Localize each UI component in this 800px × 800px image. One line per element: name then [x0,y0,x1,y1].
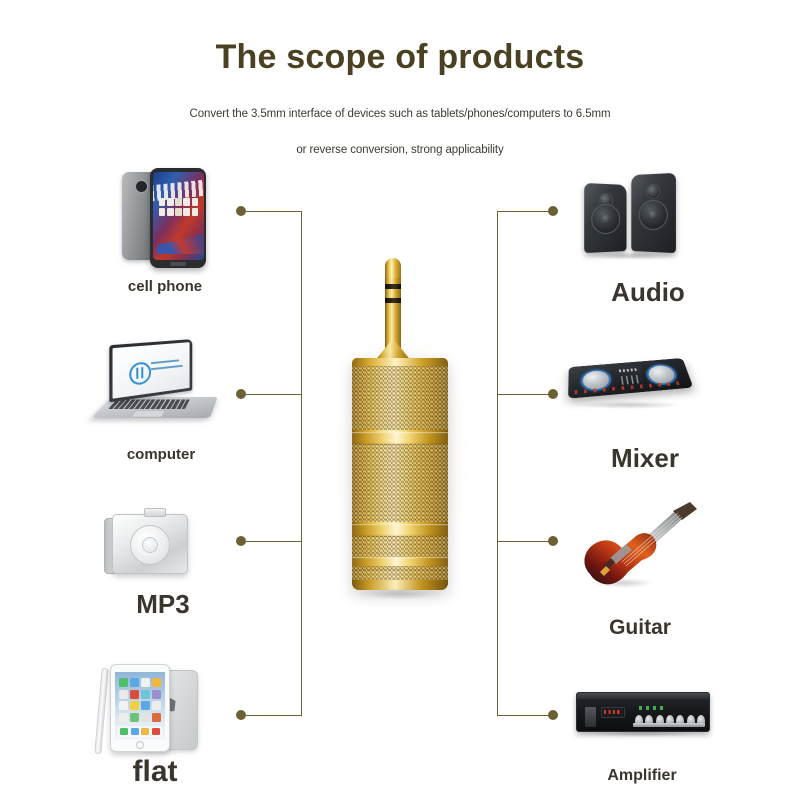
cell-phone-icon [112,168,222,272]
plug-shaft [385,278,401,350]
plug-insulator-ring-2 [385,298,401,303]
amplifier-body [576,692,710,732]
left-branch-2 [246,394,302,396]
barrel-knurl-section-2 [352,444,448,522]
dj-mixer-icon [565,335,695,415]
subtitle-line-1: Convert the 3.5mm interface of devices s… [189,108,611,120]
laptop-computer-icon [91,339,223,432]
item-computer[interactable] [91,339,223,432]
item-guitar[interactable] [570,500,700,600]
guitar-shadow [592,578,654,588]
adapter-barrel [352,358,448,590]
speaker-right-woofer [638,199,668,230]
tablet-app-grid [119,678,161,722]
barrel-knurl-section-3 [352,536,448,558]
audio-adapter-product [332,258,472,600]
tablet-icon [94,662,208,756]
right-branch-2 [497,394,553,396]
hp-brand-text [151,358,183,376]
item-audio[interactable] [578,168,688,264]
item-amplifier[interactable] [572,680,712,740]
hp-logo-icon [129,361,152,387]
left-bracket-spine [301,211,303,716]
barrel-smooth-band-2 [352,524,448,537]
label-flat: flat [132,755,178,788]
speaker-left-woofer [591,204,621,235]
right-branch-dot-2 [548,389,558,399]
guitar-svg [584,502,697,585]
label-audio: Audio [611,277,685,307]
mixer-shadow [575,401,683,409]
tablet-home-button [136,741,144,749]
right-branch-3 [497,541,553,543]
barrel-top-rim [352,358,448,367]
laptop-screen [112,342,190,399]
laptop-trackpad [130,410,167,418]
phone-home-button [170,262,186,266]
phone-wallpaper-tiles [158,198,199,216]
amplifier-knob-row [635,715,706,727]
item-mixer[interactable] [565,335,695,415]
right-branch-dot-3 [548,536,558,546]
amplifier-top-panel [577,693,709,699]
phone-front-body [150,168,206,268]
amplifier-display [601,707,625,718]
left-branch-dot-1 [236,206,246,216]
right-branch-dot-1 [548,206,558,216]
mp3-click-wheel [130,525,170,566]
speaker-left [584,182,627,254]
left-branch-4 [246,715,302,717]
left-branch-dot-3 [236,536,246,546]
subtitle-line-2: or reverse conversion, strong applicabil… [296,144,504,156]
barrel-smooth-band-3 [352,557,448,570]
label-mixer: Mixer [611,443,679,473]
phone-display [152,172,204,260]
barrel-smooth-band-1 [352,432,448,445]
right-branch-1 [497,211,553,213]
tablet-front-body [110,664,170,752]
plug-tip [385,258,401,280]
electric-guitar-icon [570,500,700,600]
amplifier-led-indicators [639,706,665,710]
amplifier-power-buttons [585,707,596,727]
phone-wallpaper-streak [156,234,203,254]
mp3-clip [144,508,166,517]
label-mp3: MP3 [136,589,190,619]
mp3-player-icon [98,502,208,590]
tablet-dock [118,726,162,737]
laptop-keyboard [108,399,190,409]
label-amplifier: Amplifier [607,767,677,784]
mp3-main-body [112,514,188,574]
item-flat-tablet[interactable] [94,662,208,756]
left-branch-dot-2 [236,389,246,399]
left-branch-dot-4 [236,710,246,720]
tablet-display [115,672,165,740]
adapter-shadow [358,588,442,600]
mixer-body [568,357,694,399]
barrel-knurl-section-1 [352,366,448,430]
page-title: The scope of products [215,38,585,76]
speaker-right-tweeter [645,183,661,200]
speaker-right [631,172,676,254]
speakers-icon [578,168,688,264]
item-mp3[interactable] [98,502,208,590]
left-branch-3 [246,541,302,543]
left-branch-1 [246,211,302,213]
amplifier-icon [572,680,712,740]
plug-insulator-ring-1 [385,284,401,289]
item-cell-phone[interactable] [112,168,222,272]
tablet-stylus [94,667,109,755]
amplifier-front-strip [633,723,705,727]
barrel-knurl-section-4 [352,566,448,584]
laptop-lid [109,339,193,403]
right-bracket-spine [497,211,499,716]
right-branch-4 [497,715,553,717]
barrel-bottom-rim [352,580,448,590]
right-branch-dot-4 [548,710,558,720]
label-guitar: Guitar [609,616,671,639]
label-cell-phone: cell phone [127,278,203,295]
amplifier-shadow [582,730,702,737]
speakers-shadow [586,252,678,260]
label-computer: computer [126,446,196,463]
